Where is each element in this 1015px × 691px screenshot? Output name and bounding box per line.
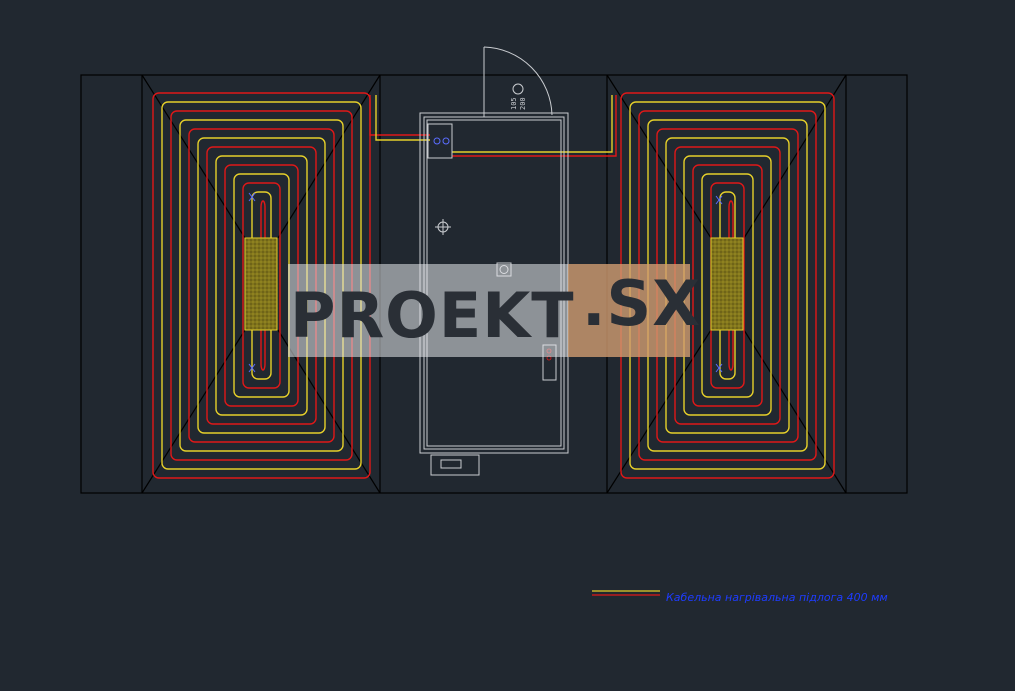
- watermark-brand: PROEKT: [290, 279, 575, 352]
- legend: Кабельна нагрівальна підлога 400 мм: [592, 590, 888, 604]
- heat-panel-left: [244, 237, 278, 331]
- heat-panel-right: [710, 237, 744, 331]
- door-swing: [483, 46, 553, 117]
- watermark: PROEKT .SX: [288, 264, 701, 357]
- supply-lines: [369, 95, 617, 157]
- door-label-2: 200: [519, 97, 527, 110]
- door-label-1: 105: [510, 97, 518, 110]
- legend-label: Кабельна нагрівальна підлога 400 мм: [666, 591, 888, 604]
- heating-loop: [701, 173, 754, 398]
- sensor-markers: [248, 192, 723, 373]
- heating-loop: [692, 164, 763, 407]
- watermark-suffix: .SX: [582, 267, 701, 340]
- heating-loop: [242, 182, 281, 389]
